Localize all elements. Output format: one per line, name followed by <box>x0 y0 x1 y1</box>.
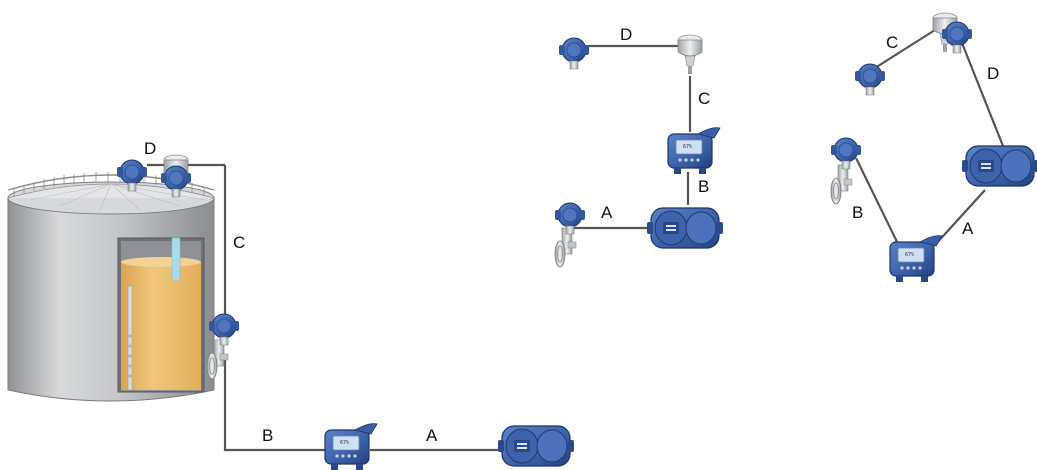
housing-icon-right <box>961 145 1037 187</box>
wire-left-b <box>223 355 325 452</box>
radar-transmitter-icon-mid <box>677 34 703 75</box>
label-left-c: C <box>233 233 245 252</box>
display-unit-icon-left <box>324 423 378 470</box>
label-left-d: D <box>144 139 156 158</box>
label-right-b: B <box>852 203 863 222</box>
valve-icon-right <box>830 164 853 205</box>
label-left-a: A <box>426 426 438 445</box>
wires <box>147 29 1005 452</box>
storage-tank <box>7 172 215 402</box>
label-left-b: B <box>262 426 273 445</box>
wire-right-a <box>934 189 986 246</box>
lcd-readout-left: 67% <box>340 440 349 446</box>
wire-right-d <box>958 37 1005 147</box>
label-right-a: A <box>962 219 974 238</box>
wire-right-b <box>855 157 901 249</box>
label-mid-d: D <box>620 25 632 44</box>
display-unit-icon-mid <box>667 126 721 175</box>
transmitter-icon-mid-top <box>558 37 590 70</box>
label-mid-a: A <box>601 203 613 222</box>
label-right-c: C <box>886 33 898 52</box>
label-right-d: D <box>987 64 999 83</box>
housing-icon-mid <box>646 207 724 249</box>
lcd-readout-mid: 67% <box>683 144 692 150</box>
label-mid-b: B <box>698 177 709 196</box>
wire-right-c <box>874 29 936 69</box>
transmitter-icon-right-valve <box>830 137 862 170</box>
housing-icon-left <box>497 425 575 467</box>
transmitter-icon-right-c <box>854 63 886 96</box>
lcd-readout-right: 67% <box>905 252 914 258</box>
label-mid-c: C <box>698 89 710 108</box>
display-unit-icon-right <box>889 235 943 283</box>
transmitter-icon-mid-valve <box>554 202 586 235</box>
